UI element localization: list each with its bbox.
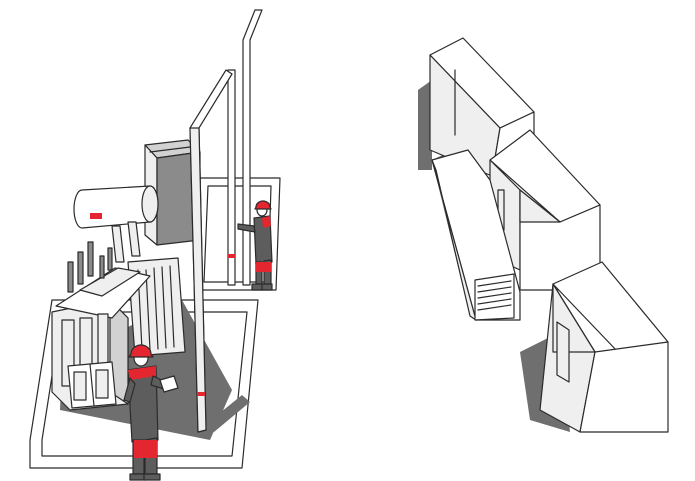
shadow-module-top (418, 80, 432, 170)
left-substation (29, 9, 281, 481)
utility-pole-front (189, 69, 233, 433)
worker-back (237, 200, 273, 291)
utility-pole-back (227, 9, 263, 286)
worker-front (123, 344, 179, 481)
bushings (67, 241, 113, 293)
conservator-tank (73, 185, 159, 263)
vent-louver (474, 273, 515, 321)
modular-substation-icon (429, 37, 535, 177)
modular-substation-front (539, 261, 669, 433)
shadow-pole (205, 395, 250, 432)
modular-substation-side (431, 149, 521, 321)
electrical-cabinet (144, 139, 201, 246)
transformer (51, 241, 186, 411)
modular-substations (418, 37, 669, 433)
door-icon (556, 321, 570, 383)
modular-substation-middle (489, 129, 601, 291)
tablet-icon (159, 375, 179, 393)
